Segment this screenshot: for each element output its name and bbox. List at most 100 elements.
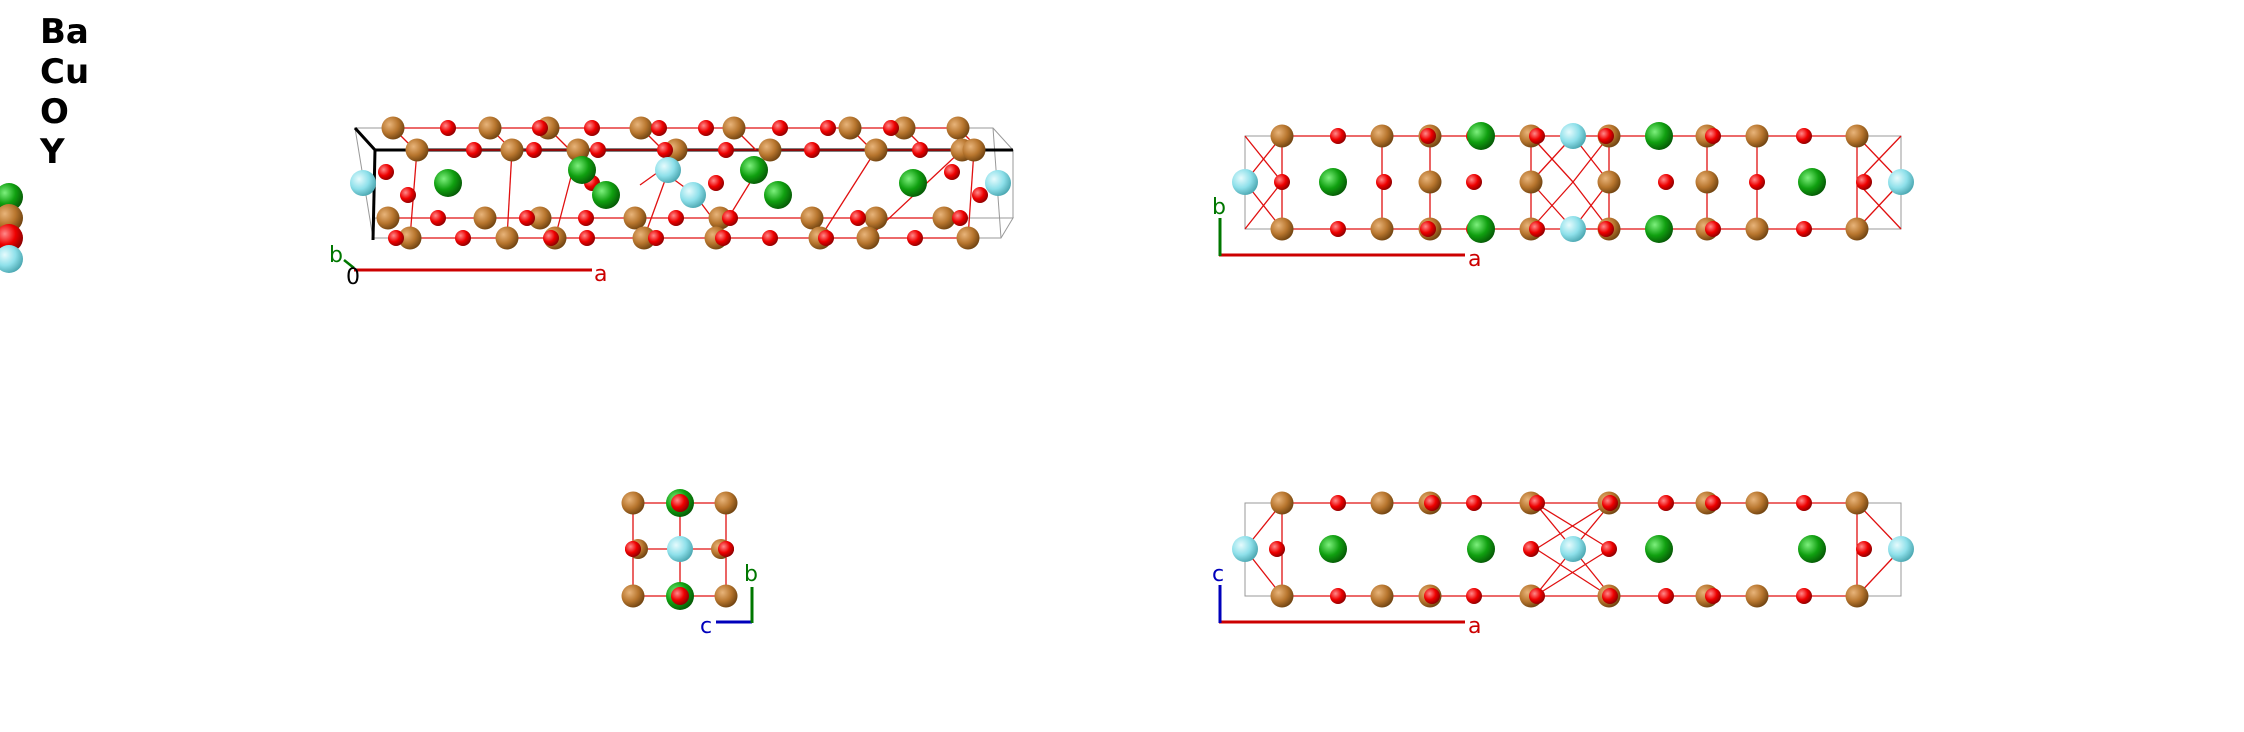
- cu-atom: [962, 138, 986, 162]
- ba-atom: [568, 156, 596, 184]
- a-axis-label: a: [594, 262, 607, 287]
- cu-atom: [566, 138, 590, 162]
- cu-atom: [1370, 217, 1394, 241]
- o-atom: [1420, 221, 1436, 237]
- o-atom: [430, 210, 446, 226]
- b-axis-label: b: [1212, 195, 1226, 220]
- ba-atom: [1467, 215, 1495, 243]
- cu-atom: [932, 206, 956, 230]
- ba-atom: [434, 169, 462, 197]
- o-atom: [708, 175, 724, 191]
- y-atom: [350, 170, 376, 196]
- o-atom: [578, 210, 594, 226]
- o-atom: [1796, 588, 1812, 604]
- cu-atom: [500, 138, 524, 162]
- o-atom: [1420, 128, 1436, 144]
- cu-atom: [1845, 124, 1869, 148]
- o-atom: [820, 120, 836, 136]
- o-atom: [1598, 221, 1614, 237]
- o-atom: [1658, 495, 1674, 511]
- cu-atom: [629, 116, 653, 140]
- o-atom: [466, 142, 482, 158]
- cu-atom: [1745, 584, 1769, 608]
- o-atom: [671, 494, 689, 512]
- y-atom: [667, 536, 693, 562]
- cu-atom: [405, 138, 429, 162]
- legend-label-cu: Cu: [40, 52, 89, 92]
- o-atom: [543, 230, 559, 246]
- o-atom: [1424, 588, 1440, 604]
- o-atom: [590, 142, 606, 158]
- element-legend: Ba Cu O Y: [0, 12, 89, 273]
- bond: [819, 149, 877, 239]
- o-atom: [1330, 221, 1346, 237]
- y-atom: [1560, 123, 1586, 149]
- o-atom: [584, 120, 600, 136]
- o-atom: [718, 541, 734, 557]
- y-atom: [1232, 536, 1258, 562]
- o-atom: [1705, 495, 1721, 511]
- o-atom: [912, 142, 928, 158]
- cu-atom: [1519, 170, 1543, 194]
- o-atom: [762, 230, 778, 246]
- atoms: [1232, 491, 1914, 608]
- o-atom: [1658, 174, 1674, 190]
- cu-atom: [381, 116, 405, 140]
- ba-atom: [1645, 535, 1673, 563]
- o-atom: [625, 541, 641, 557]
- o-atom: [519, 210, 535, 226]
- ba-atom: [592, 181, 620, 209]
- o-atom: [526, 142, 542, 158]
- perspective-view: a b 0: [329, 116, 1015, 290]
- bc-projection-view: c b: [621, 489, 758, 639]
- atoms: [350, 116, 1011, 250]
- cu-atom: [1370, 124, 1394, 148]
- o-atom: [972, 187, 988, 203]
- bond: [1244, 181, 1283, 230]
- bond: [506, 149, 513, 239]
- o-atom: [1330, 495, 1346, 511]
- o-atom: [532, 120, 548, 136]
- o-atom: [883, 120, 899, 136]
- axis-indicator: c b: [700, 562, 758, 639]
- o-atom: [1330, 128, 1346, 144]
- a-axis-label: a: [1468, 247, 1481, 272]
- y-atom: [1560, 536, 1586, 562]
- o-atom: [850, 210, 866, 226]
- o-atom: [1856, 541, 1872, 557]
- bond: [1534, 502, 1611, 550]
- o-atom: [715, 230, 731, 246]
- bond: [1244, 135, 1283, 183]
- ab-projection-view: a b: [1212, 122, 1914, 272]
- cu-atom: [1695, 170, 1719, 194]
- legend-swatch-ba: [0, 183, 23, 211]
- cu-atom: [714, 584, 738, 608]
- cu-atom: [621, 584, 645, 608]
- o-atom: [1856, 174, 1872, 190]
- y-atom: [1560, 216, 1586, 242]
- o-atom: [722, 210, 738, 226]
- atoms: [1232, 122, 1914, 243]
- o-atom: [1658, 588, 1674, 604]
- o-atom: [1529, 495, 1545, 511]
- ac-projection-view: a c: [1212, 491, 1914, 639]
- cu-atom: [892, 116, 916, 140]
- c-axis-label: c: [700, 614, 712, 639]
- o-atom: [671, 587, 689, 605]
- legend-label-o: O: [40, 92, 69, 132]
- cu-atom: [1745, 217, 1769, 241]
- cu-atom: [864, 138, 888, 162]
- bond: [1534, 548, 1611, 597]
- o-atom: [1529, 221, 1545, 237]
- o-atom: [1796, 221, 1812, 237]
- ba-atom: [1645, 215, 1673, 243]
- y-atom: [1888, 536, 1914, 562]
- cu-atom: [758, 138, 782, 162]
- cu-atom: [946, 116, 970, 140]
- cu-atom: [1845, 584, 1869, 608]
- cu-atom: [1270, 217, 1294, 241]
- o-atom: [648, 230, 664, 246]
- ba-atom: [1319, 168, 1347, 196]
- o-atom: [1796, 128, 1812, 144]
